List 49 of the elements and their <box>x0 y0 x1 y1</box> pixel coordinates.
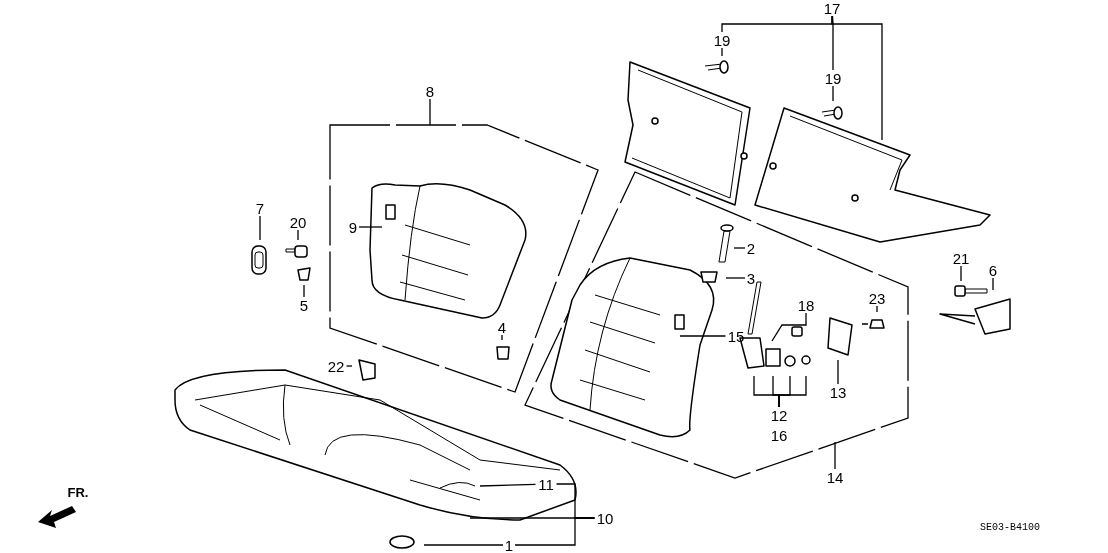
callout-number: 2 <box>746 240 756 256</box>
leader-line <box>831 15 883 141</box>
callout-number: 11 <box>538 476 554 492</box>
leader-line <box>345 365 353 367</box>
leader-line <box>725 277 746 279</box>
leader-line <box>358 226 383 228</box>
leader-line <box>771 312 807 342</box>
leader-line <box>429 98 431 126</box>
leader-line <box>834 441 836 470</box>
leader-line <box>297 229 299 241</box>
leader-line <box>501 334 503 341</box>
direction-label: FR. <box>67 485 89 499</box>
leader-line <box>832 85 834 102</box>
callout-number: 16 <box>770 427 788 443</box>
callout-number: 19 <box>713 32 731 48</box>
callout-number: 23 <box>868 290 886 306</box>
leader-line <box>876 305 878 313</box>
callout-number: 8 <box>425 83 435 99</box>
leader-line <box>259 215 261 241</box>
callout-number: 20 <box>289 214 307 230</box>
leader-line <box>469 517 596 519</box>
callout-number: 9 <box>348 219 358 235</box>
leader-line <box>837 359 839 385</box>
callout-number: 17 <box>823 0 841 16</box>
callout-number: 3 <box>746 270 756 286</box>
leader-line <box>721 47 723 57</box>
leader-line <box>303 284 305 298</box>
diagram-code: SE03-B4100 <box>980 523 1040 533</box>
leader-line <box>679 335 727 337</box>
callout-number: 14 <box>826 469 844 485</box>
callout-number: 22 <box>327 358 345 374</box>
leader-line <box>778 375 807 408</box>
callout-number: 19 <box>824 70 842 86</box>
callout-number: 10 <box>596 510 614 526</box>
leader-line <box>479 483 537 487</box>
callout-number: 7 <box>255 200 265 216</box>
callout-number: 6 <box>988 262 998 278</box>
callout-number: 13 <box>829 384 847 400</box>
callout-number: 5 <box>299 297 309 313</box>
callout-number: 1 <box>504 537 514 553</box>
leader-line <box>960 265 962 282</box>
callout-number: 4 <box>497 319 507 335</box>
callout-number: 15 <box>727 328 745 344</box>
callout-number: 12 <box>770 407 788 423</box>
callout-number: 18 <box>797 297 815 313</box>
leader-line <box>992 277 994 291</box>
leader-line <box>733 247 746 249</box>
leader-line <box>423 544 504 546</box>
callout-number: 21 <box>952 250 970 266</box>
